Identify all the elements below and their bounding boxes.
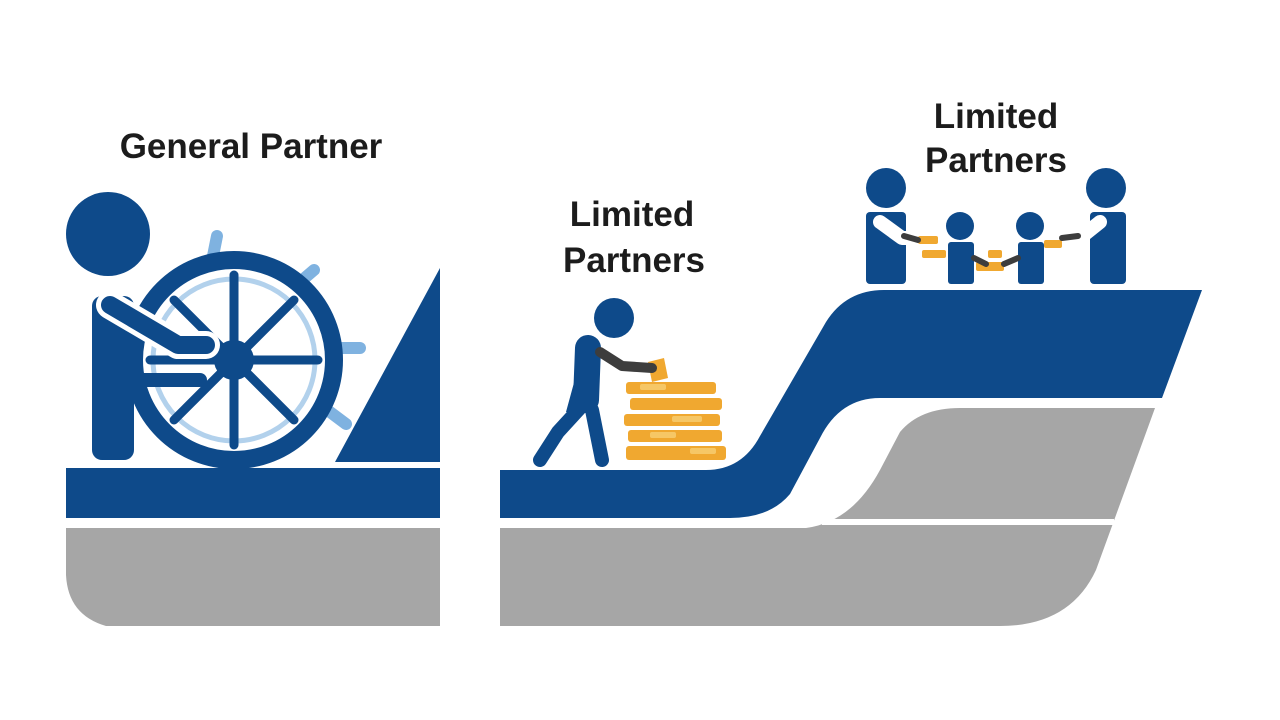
limited-partners-right-label-line2: Partners <box>925 141 1067 180</box>
left-gray-hull <box>66 528 440 626</box>
left-navy-triangle <box>335 268 440 462</box>
limited-partners-panel: Limited Partners <box>500 97 1202 626</box>
right-navy-ramp <box>500 290 1202 518</box>
four-partners-group-icon <box>866 168 1126 284</box>
general-partner-label: General Partner <box>120 127 383 166</box>
right-gray-hull <box>500 408 1155 626</box>
limited-partners-left-label-line2: Partners <box>563 241 705 280</box>
gold-bars-stack-icon <box>624 358 726 460</box>
left-navy-deck <box>66 468 440 518</box>
limited-partners-right-label-line1: Limited <box>934 97 1058 136</box>
general-partner-figure-icon <box>66 192 220 460</box>
lifting-worker-figure-icon <box>533 298 657 467</box>
general-partner-panel: General Partner <box>66 127 440 626</box>
limited-partners-left-label-line1: Limited <box>570 195 694 234</box>
